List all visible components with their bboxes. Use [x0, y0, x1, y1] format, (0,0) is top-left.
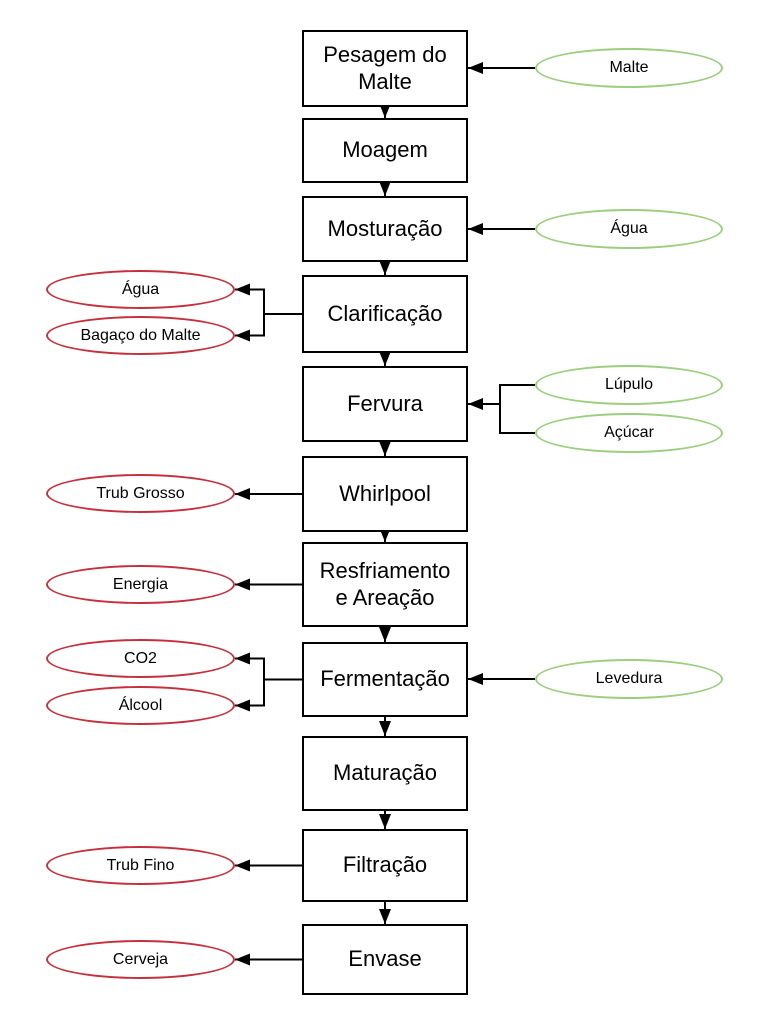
process-label: Clarificação	[327, 300, 443, 326]
process-label: Fervura	[347, 390, 423, 416]
process-label: Fermentação	[320, 666, 450, 692]
output-label: Álcool	[118, 696, 163, 714]
process-label: Filtração	[342, 852, 428, 878]
input-label: Lúpulo	[604, 376, 654, 394]
output-label: Água	[121, 280, 160, 298]
process-label: Whirlpool	[339, 480, 431, 506]
output-oval-energia: Energia	[46, 565, 235, 604]
input-arrows	[468, 62, 535, 685]
output-oval-trub-grosso: Trub Grosso	[46, 474, 235, 513]
input-oval-malte: Malte	[535, 48, 723, 88]
input-oval-levedura: Levedura	[535, 659, 723, 699]
process-label: Moagem	[342, 137, 428, 163]
process-box-mosturacao: Mosturação	[302, 196, 468, 262]
process-box-fermentacao: Fermentação	[302, 642, 468, 717]
process-label: Mosturação	[327, 215, 443, 241]
input-oval-agua: Água	[535, 209, 723, 249]
output-arrows	[235, 283, 302, 966]
output-oval-agua: Água	[46, 270, 235, 309]
process-box-envase: Envase	[302, 924, 468, 995]
output-oval-bagaco-do-malte: Bagaço do Malte	[46, 316, 235, 355]
process-box-fervura: Fervura	[302, 366, 468, 442]
output-oval-cerveja: Cerveja	[46, 940, 235, 979]
process-box-whirlpool: Whirlpool	[302, 456, 468, 532]
process-label: Maturação	[333, 760, 437, 786]
process-box-pesagem-do-malte: Pesagem do Malte	[302, 30, 468, 107]
output-label: Trub Grosso	[96, 484, 185, 502]
output-oval-trub-fino: Trub Fino	[46, 846, 235, 885]
input-label: Açúcar	[604, 424, 654, 442]
process-box-filtracao: Filtração	[302, 829, 468, 902]
process-box-clarificacao: Clarificação	[302, 275, 468, 353]
process-label: Pesagem do Malte	[323, 41, 447, 94]
process-box-maturacao: Maturação	[302, 736, 468, 811]
output-label: Cerveja	[112, 950, 169, 968]
input-oval-acucar: Açúcar	[535, 413, 723, 453]
output-label: Bagaço do Malte	[80, 326, 201, 344]
process-label: Envase	[348, 946, 422, 972]
input-label: Água	[610, 220, 648, 238]
process-label: Resfriamento e Areação	[319, 557, 451, 610]
input-label: Malte	[609, 59, 649, 77]
process-box-resfriamento-e-areacao: Resfriamento e Areação	[302, 542, 468, 627]
output-label: Trub Fino	[106, 856, 175, 874]
output-oval-alcool: Álcool	[46, 686, 235, 725]
output-label: Energia	[112, 575, 169, 593]
output-label: CO2	[124, 649, 157, 667]
input-oval-lupulo: Lúpulo	[535, 365, 723, 405]
process-box-moagem: Moagem	[302, 118, 468, 183]
output-oval-co2: CO2	[46, 639, 235, 678]
input-label: Levedura	[595, 670, 663, 688]
